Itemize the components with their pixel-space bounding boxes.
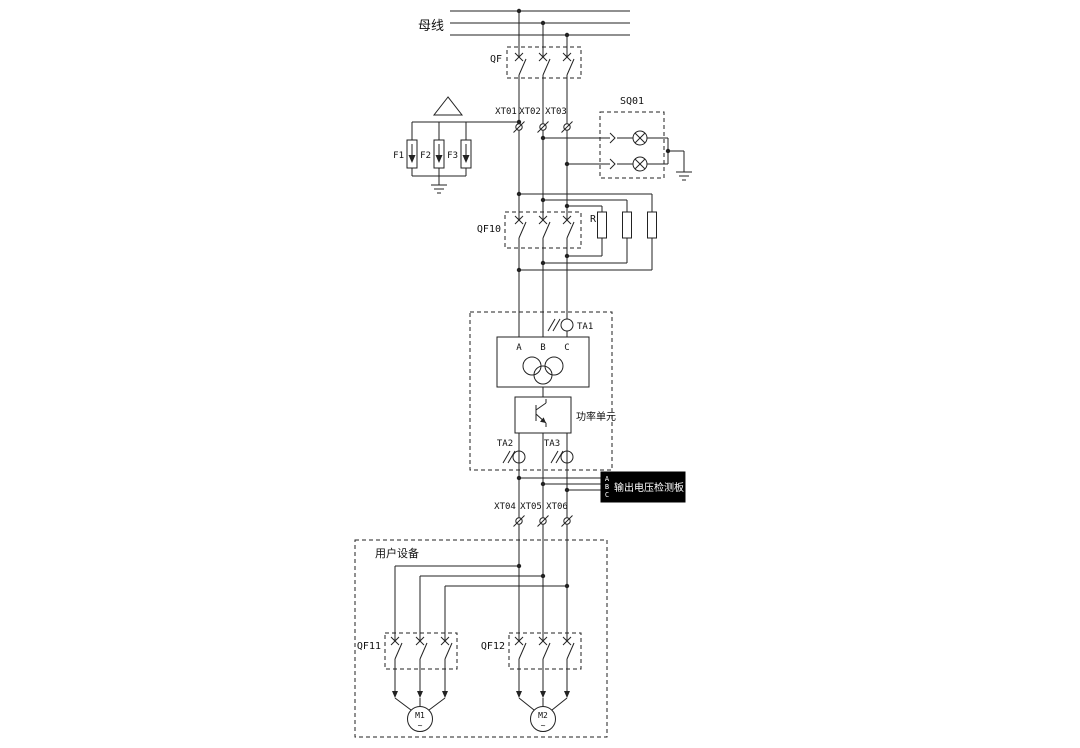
board-label: 输出电压检测板	[614, 481, 684, 494]
ta2-label: TA2	[497, 439, 513, 449]
qf-label: QF	[490, 54, 502, 65]
winding-icon	[533, 365, 553, 385]
xt03-label: XT03	[545, 107, 567, 117]
motor-circle-icon	[530, 706, 556, 732]
plug-contact-icon	[609, 158, 616, 170]
resistor-icon	[622, 211, 632, 239]
ct-circle-icon	[560, 318, 574, 332]
busbar-label: 母线	[418, 19, 444, 34]
input-terminals: XT01 XT02 XT03	[495, 107, 573, 133]
plug-arrow-icon	[564, 691, 570, 698]
power-unit: 功率单元	[514, 387, 616, 434]
precharge-resistors: R	[516, 191, 657, 273]
motor-circle-icon	[407, 706, 433, 732]
plug-arrow-icon	[442, 691, 448, 698]
user-equipment: 用户设备 QF11 QF12	[354, 539, 608, 738]
xt05-label: XT05	[520, 502, 542, 512]
motor-m2: M2 ~	[530, 706, 556, 732]
phase-b-label: B	[540, 343, 545, 353]
qf10-label: QF10	[477, 224, 501, 235]
f2-label: F2	[420, 151, 431, 161]
power-unit-label: 功率单元	[576, 410, 616, 423]
lamp-icon	[632, 156, 648, 172]
f3-label: F3	[447, 151, 458, 161]
ta3-label: TA3	[544, 439, 560, 449]
output-terminals: XT04 XT05 XT06	[494, 502, 573, 527]
m1-type: ~	[418, 721, 423, 730]
xt06-label: XT06	[546, 502, 568, 512]
ta1-current-transformer: TA1	[547, 318, 593, 332]
resistor-icon	[597, 211, 607, 239]
resistor-label: R	[590, 214, 597, 225]
arrester-f2-icon	[433, 139, 445, 169]
xt02-label: XT02	[519, 107, 541, 117]
user-equipment-label: 用户设备	[375, 546, 419, 560]
m1-label: M1	[415, 711, 425, 720]
winding-icon	[522, 356, 542, 376]
ground-icon	[430, 184, 448, 194]
qf12-label: QF12	[481, 641, 505, 652]
busbar: 母线	[418, 8, 630, 38]
plug-arrow-icon	[540, 691, 546, 698]
m2-type: ~	[541, 721, 546, 730]
winding-icon	[544, 356, 564, 376]
plug-contact-icon	[609, 132, 616, 144]
phase-a-label: A	[516, 343, 522, 353]
ta1-label: TA1	[577, 322, 593, 332]
ground-icon	[675, 171, 693, 181]
phase-c-label: C	[564, 343, 569, 353]
resistor-icon	[647, 211, 657, 239]
qf12-branch: QF12	[481, 632, 582, 711]
warning-triangle-icon	[432, 96, 464, 116]
qf11-label: QF11	[357, 641, 381, 652]
xt04-label: XT04	[494, 502, 516, 512]
qf10-breaker: QF10	[477, 211, 582, 249]
sq01-unit: SQ01	[540, 96, 693, 181]
qf11-branch: QF11	[357, 563, 570, 711]
phase-feeders	[518, 11, 568, 337]
arrester-f3-icon	[460, 139, 472, 169]
arrester-f1-icon	[406, 139, 418, 169]
output-voltage-board: A B C 输出电压检测板	[516, 471, 686, 503]
plug-arrow-icon	[392, 691, 398, 698]
board-phase-c: C	[605, 491, 609, 499]
lamp-icon	[632, 130, 648, 146]
f1-label: F1	[393, 151, 404, 161]
plug-arrow-icon	[417, 691, 423, 698]
m2-label: M2	[538, 711, 548, 720]
ct-slash-icon	[547, 318, 561, 332]
input-transformer: A B C	[496, 336, 590, 388]
output-current-transformers: TA2 TA3	[497, 439, 574, 464]
sq01-label: SQ01	[620, 96, 644, 107]
output-feeders	[518, 433, 568, 641]
xt01-label: XT01	[495, 107, 517, 117]
board-phase-a: A	[605, 475, 610, 483]
board-phase-b: B	[605, 483, 609, 491]
qf-incoming-breaker: QF	[490, 46, 582, 79]
motor-m1: M1 ~	[407, 706, 433, 732]
surge-arrester-branch: F1 F2 F3	[393, 96, 522, 194]
plug-arrow-icon	[516, 691, 522, 698]
